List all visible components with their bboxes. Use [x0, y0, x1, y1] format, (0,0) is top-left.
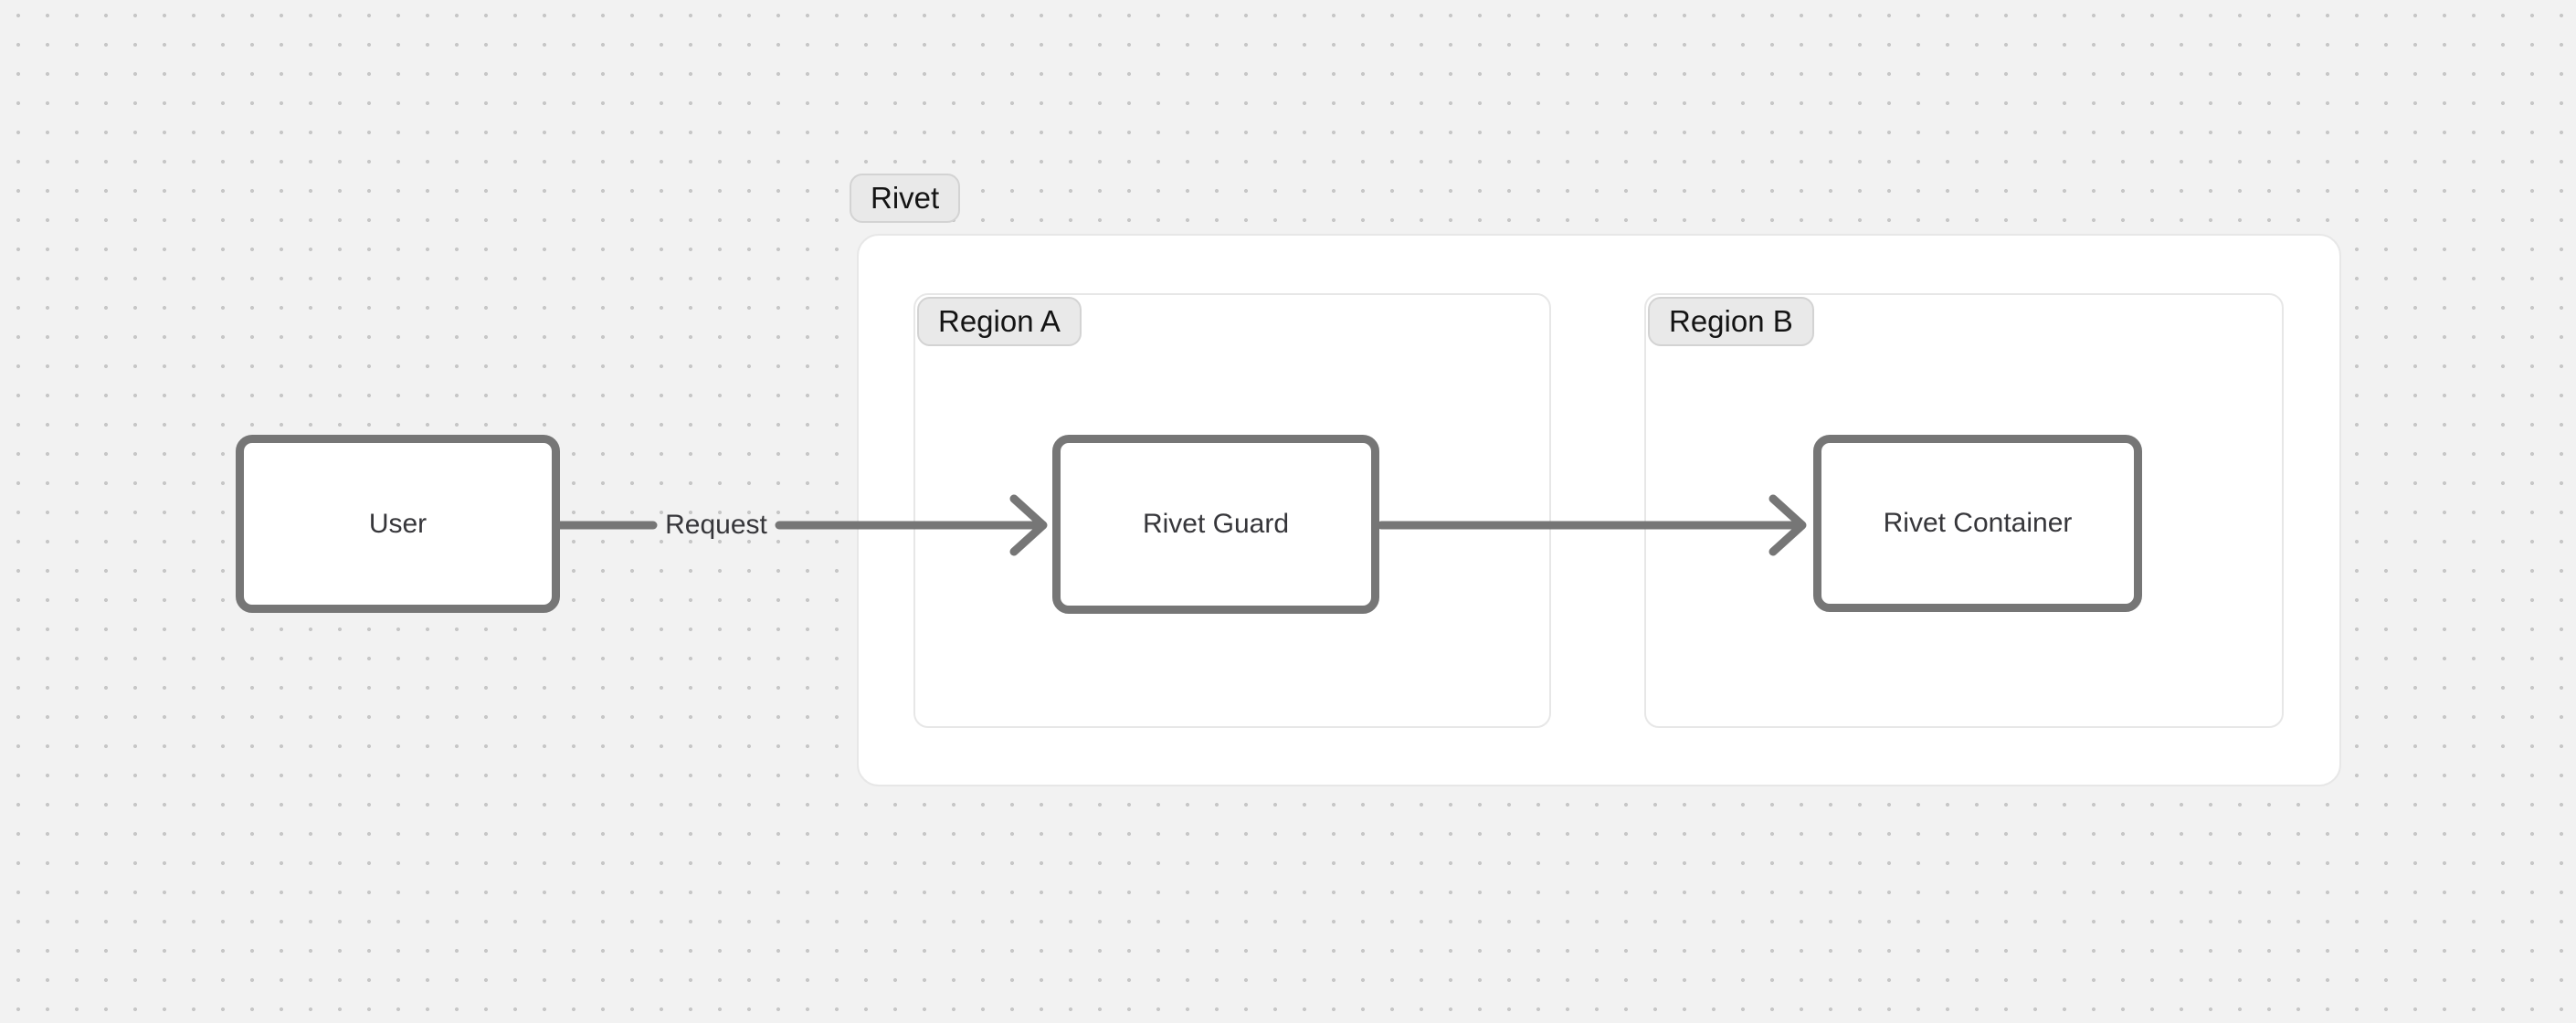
region-b-label-badge[interactable]: Region B — [1648, 297, 1814, 346]
arrowhead-right-icon — [1768, 494, 1807, 556]
frame-label-badge[interactable]: Rivet — [850, 174, 961, 223]
node-rivet-container-label: Rivet Container — [1883, 508, 2073, 538]
region-a-label: Region A — [938, 304, 1061, 338]
node-rivet-guard-label: Rivet Guard — [1142, 509, 1290, 539]
edge-request-label[interactable]: Request — [665, 510, 767, 540]
node-rivet-container[interactable]: Rivet Container — [1813, 435, 2142, 612]
node-user-label: User — [368, 508, 428, 539]
arrowhead-right-icon — [1009, 494, 1048, 556]
node-rivet-guard[interactable]: Rivet Guard — [1052, 435, 1379, 614]
edge-user-to-guard-arrow[interactable] — [555, 494, 1048, 556]
node-user[interactable]: User — [236, 435, 560, 613]
frame-label: Rivet — [871, 181, 940, 215]
region-a-label-badge[interactable]: Region A — [917, 297, 1082, 346]
region-b-label: Region B — [1669, 304, 1793, 338]
edge-guard-to-container-arrow[interactable] — [1377, 494, 1807, 556]
